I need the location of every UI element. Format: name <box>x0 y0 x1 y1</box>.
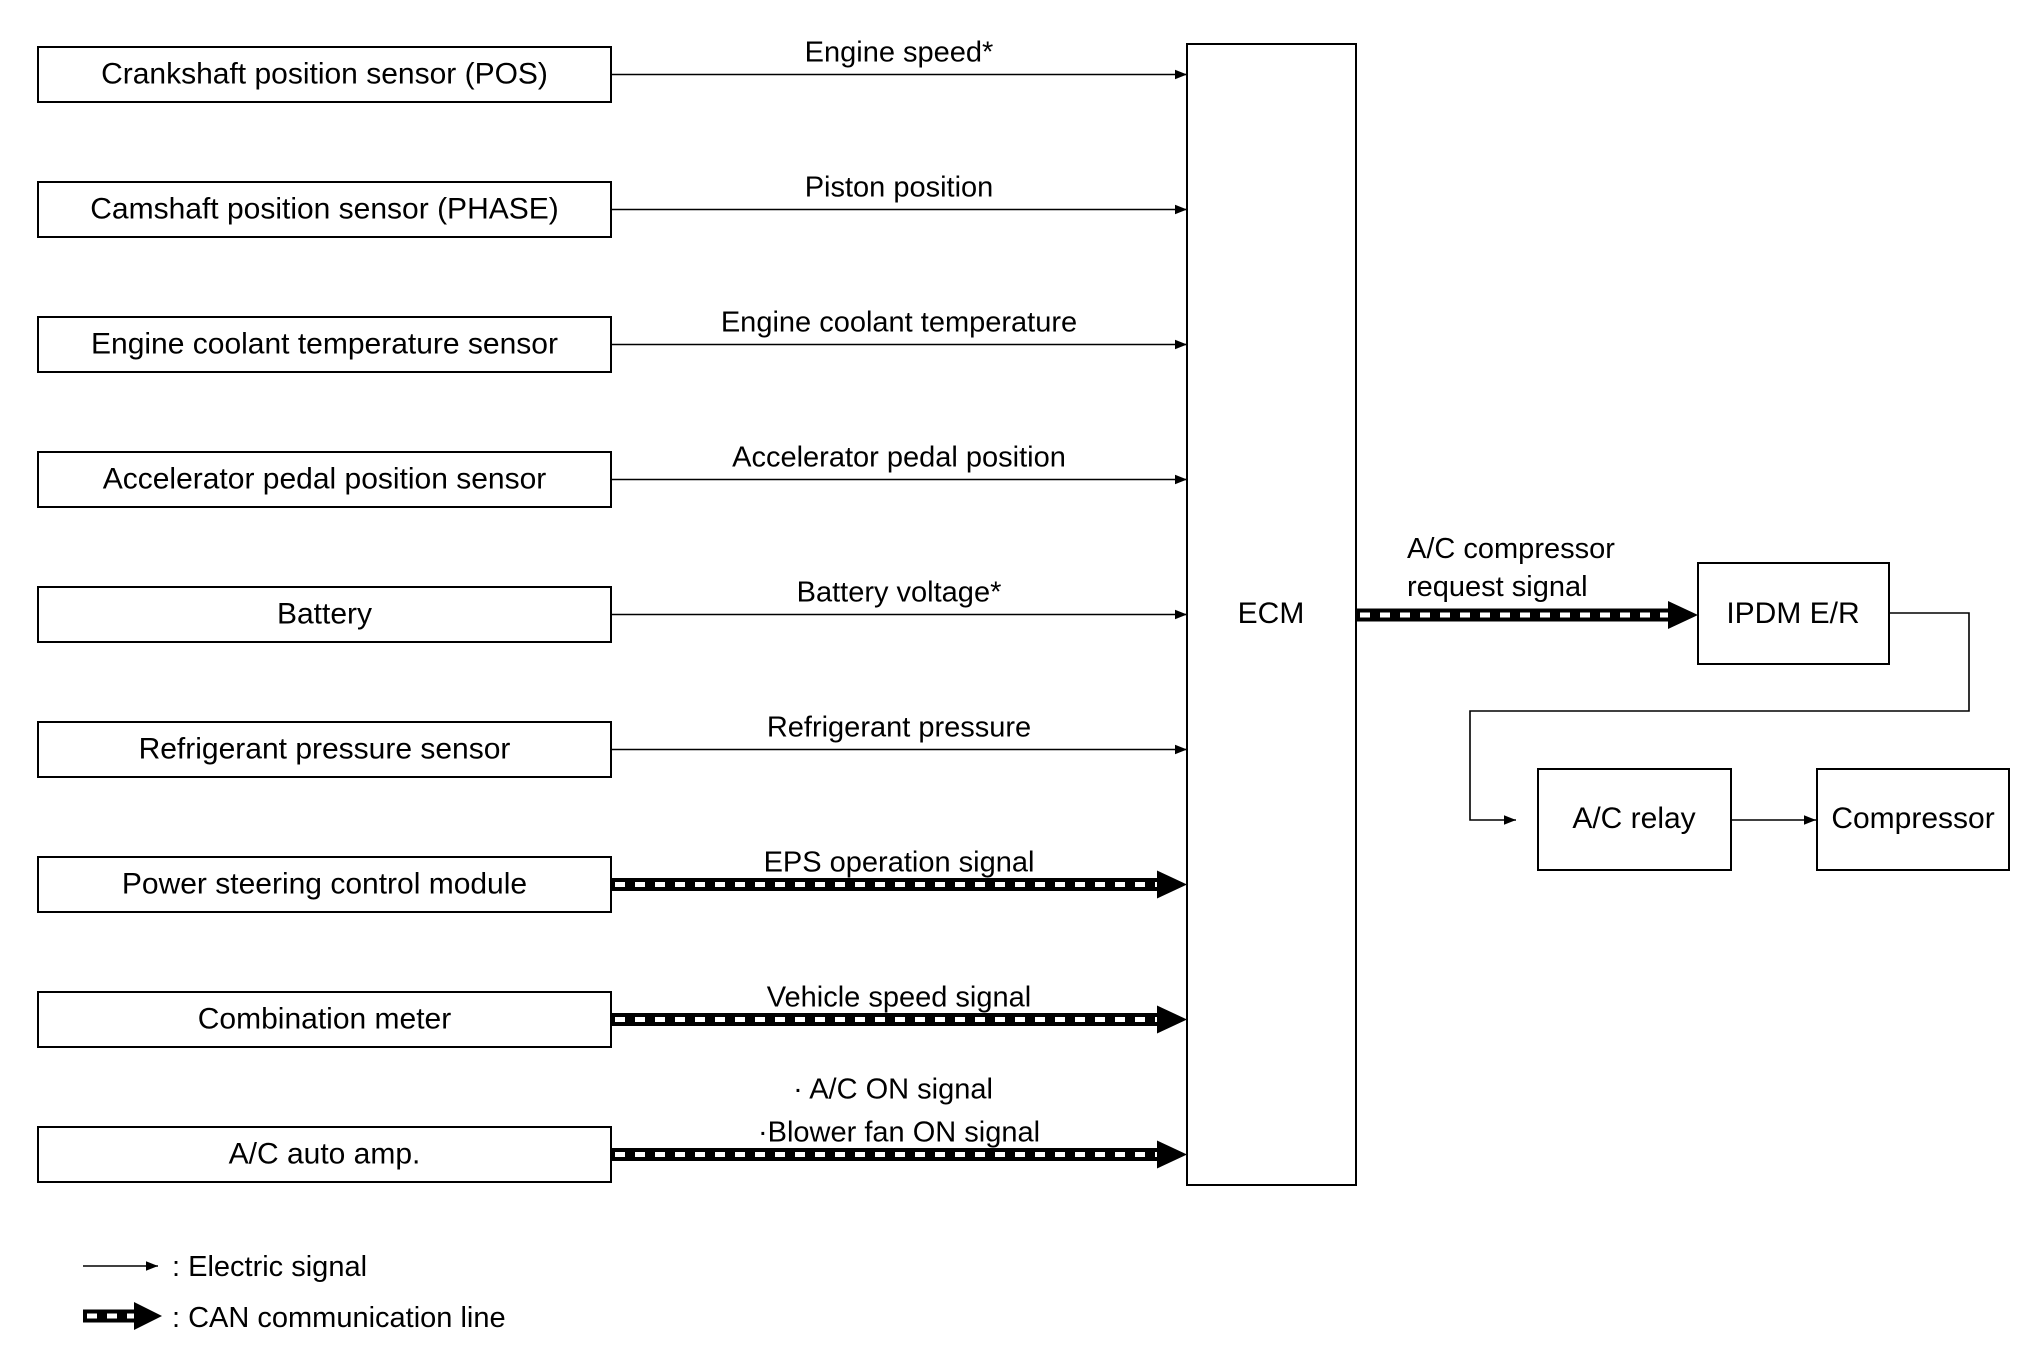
sensor-box <box>37 316 612 373</box>
ipdm-er-label: IPDM E/R <box>1726 597 1859 630</box>
input-rows: Crankshaft position sensor (POS) Engine s… <box>37 37 1187 1183</box>
sensor-label: Accelerator pedal position sensor <box>103 462 547 495</box>
signal-label: Engine speed* <box>805 37 994 69</box>
compressor-request-signal-label: A/C compressor <box>1407 533 1615 565</box>
signal-label: EPS operation signal <box>764 847 1035 879</box>
sensor-box <box>37 1126 612 1183</box>
sensor-label: Engine coolant temperature sensor <box>91 327 558 360</box>
can-arrow-head <box>1157 870 1187 899</box>
ecm-label: ECM <box>1238 597 1305 630</box>
signal-label: Piston position <box>805 172 994 204</box>
compressor-block: Compressor <box>1816 768 2010 871</box>
sensor-label: A/C auto amp. <box>229 1137 421 1170</box>
ac-relay-label: A/C relay <box>1572 802 1695 835</box>
sensor-label: Battery <box>277 597 372 630</box>
input-row: Refrigerant pressure sensor Refrigerant p… <box>37 712 1187 778</box>
input-row: Combination meter Vehicle speed signal <box>37 982 1187 1048</box>
legend-can-label: : CAN communication line <box>172 1302 506 1334</box>
sensor-box <box>37 46 612 103</box>
sensor-label: Power steering control module <box>122 867 527 900</box>
legend-electric-label: : Electric signal <box>172 1251 367 1283</box>
sensor-label: Camshaft position sensor (PHASE) <box>90 192 559 225</box>
input-row: Accelerator pedal position sensor Acceler… <box>37 442 1187 508</box>
ac-relay-block: A/C relay <box>1537 768 1732 871</box>
signal-label: Engine coolant temperature <box>721 307 1077 339</box>
input-row: A/C auto amp. ·Blower fan ON signal · A/C … <box>37 1074 1187 1183</box>
signal-label: ·Blower fan ON signal <box>758 1117 1040 1149</box>
ecm-block: ECM <box>1186 43 1357 1186</box>
input-row: Battery Battery voltage* <box>37 577 1187 643</box>
ipdm-er-block: IPDM E/R <box>1697 562 1890 665</box>
sensor-label: Crankshaft position sensor (POS) <box>101 57 548 90</box>
sensor-label: Combination meter <box>198 1002 451 1035</box>
input-row: Power steering control module EPS operati… <box>37 847 1187 913</box>
signal-label: Accelerator pedal position <box>732 442 1066 474</box>
signal-label-extra: · A/C ON signal <box>793 1074 993 1106</box>
input-row: Engine coolant temperature sensor Engine … <box>37 307 1187 373</box>
sensor-box <box>37 181 612 238</box>
legend: : Electric signal : CAN communication li… <box>83 1251 506 1334</box>
signal-label: Vehicle speed signal <box>767 982 1031 1014</box>
can-arrow-head <box>1157 1005 1187 1034</box>
input-row: Crankshaft position sensor (POS) Engine s… <box>37 37 1187 103</box>
legend-can-arrow <box>134 1302 162 1330</box>
can-line-ecm-to-ipdm <box>1356 601 1698 629</box>
compressor-label: Compressor <box>1831 802 1994 835</box>
sensor-box <box>37 451 612 508</box>
sensor-box <box>37 856 612 913</box>
input-row: Camshaft position sensor (PHASE) Piston p… <box>37 172 1187 238</box>
signal-label: Battery voltage* <box>797 577 1002 609</box>
compressor-request-signal-label-2: request signal <box>1407 571 1588 603</box>
wire-ipdm-to-relay <box>1469 612 1970 825</box>
signal-label: Refrigerant pressure <box>767 712 1031 744</box>
sensor-label: Refrigerant pressure sensor <box>139 732 511 765</box>
can-arrow-head <box>1157 1140 1187 1169</box>
